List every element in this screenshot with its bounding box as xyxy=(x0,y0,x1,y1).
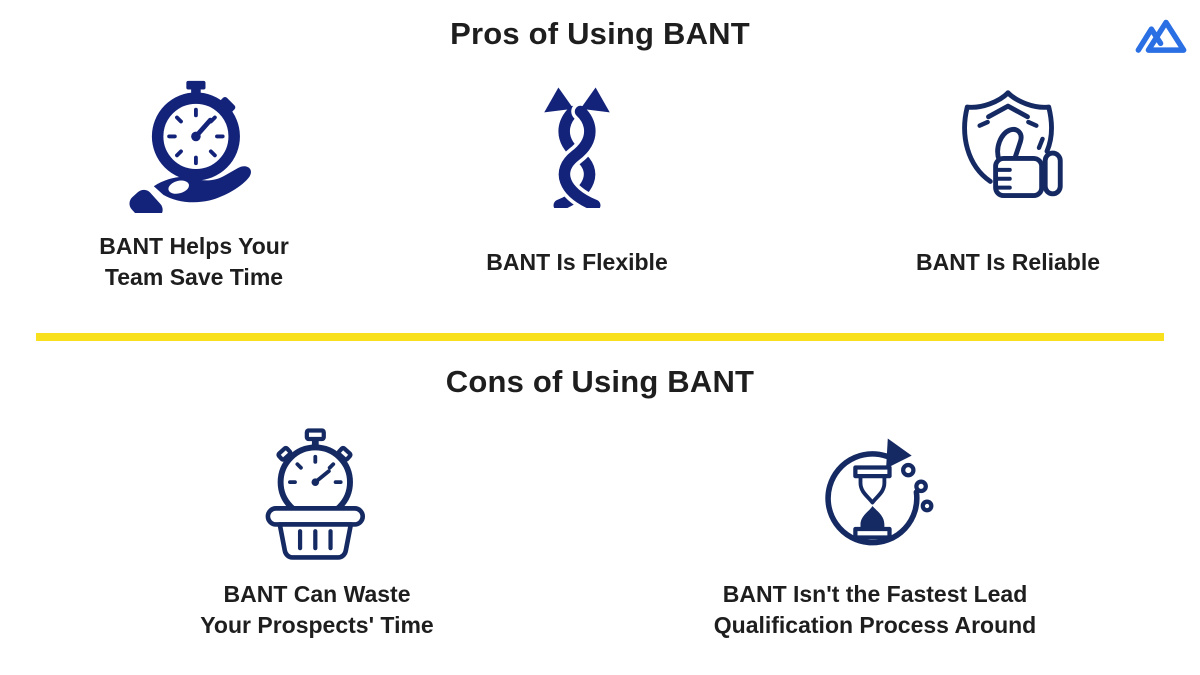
pro-item-reliable: BANT Is Reliable xyxy=(872,72,1144,294)
pro-item-flexible: BANT Is Flexible xyxy=(440,72,714,294)
pro-label-line: BANT Is Reliable xyxy=(915,248,1101,275)
pro-label-reliable: BANT Is Reliable xyxy=(872,230,1144,294)
con-label-line: Qualification Process Around xyxy=(713,612,1037,638)
pros-title: Pros of Using BANT xyxy=(450,16,750,51)
con-label-not-fastest: BANT Isn't the Fastest Lead Qualificatio… xyxy=(655,578,1095,642)
basket-stopwatch-icon xyxy=(167,424,467,564)
shield-thumbs-up-icon xyxy=(962,90,1063,199)
pro-label-line: BANT Is Flexible xyxy=(486,248,668,275)
pro-label-line: BANT Helps Your xyxy=(99,233,289,259)
con-label-line: BANT Isn't the Fastest Lead xyxy=(722,581,1028,607)
twisted-arrows-icon xyxy=(440,72,714,220)
pro-label-save-time: BANT Helps Your Team Save Time xyxy=(58,230,330,294)
con-label-waste-time: BANT Can Waste Your Prospects' Time xyxy=(167,578,467,642)
stopwatch-hand-icon xyxy=(58,72,330,220)
hourglass-cycle-icon xyxy=(825,438,934,546)
basket-stopwatch-icon xyxy=(265,428,366,560)
shield-thumbs-up-icon xyxy=(872,72,1144,220)
brand-logo xyxy=(1135,12,1187,58)
con-item-not-fastest: BANT Isn't the Fastest Lead Qualificatio… xyxy=(655,424,1095,642)
pro-label-flexible: BANT Is Flexible xyxy=(440,230,714,294)
stopwatch-hand-icon xyxy=(129,80,251,213)
twisted-arrows-icon xyxy=(544,87,610,208)
cons-title: Cons of Using BANT xyxy=(445,364,755,399)
con-label-line: BANT Can Waste xyxy=(223,581,411,607)
hourglass-cycle-icon xyxy=(655,424,1095,564)
pro-label-line: Team Save Time xyxy=(104,264,284,290)
pro-item-save-time: BANT Helps Your Team Save Time xyxy=(58,72,330,294)
yellow-divider xyxy=(36,333,1164,341)
mountain-m-logo-icon xyxy=(1135,19,1187,53)
con-item-waste-time: BANT Can Waste Your Prospects' Time xyxy=(167,424,467,642)
con-label-line: Your Prospects' Time xyxy=(200,612,434,638)
